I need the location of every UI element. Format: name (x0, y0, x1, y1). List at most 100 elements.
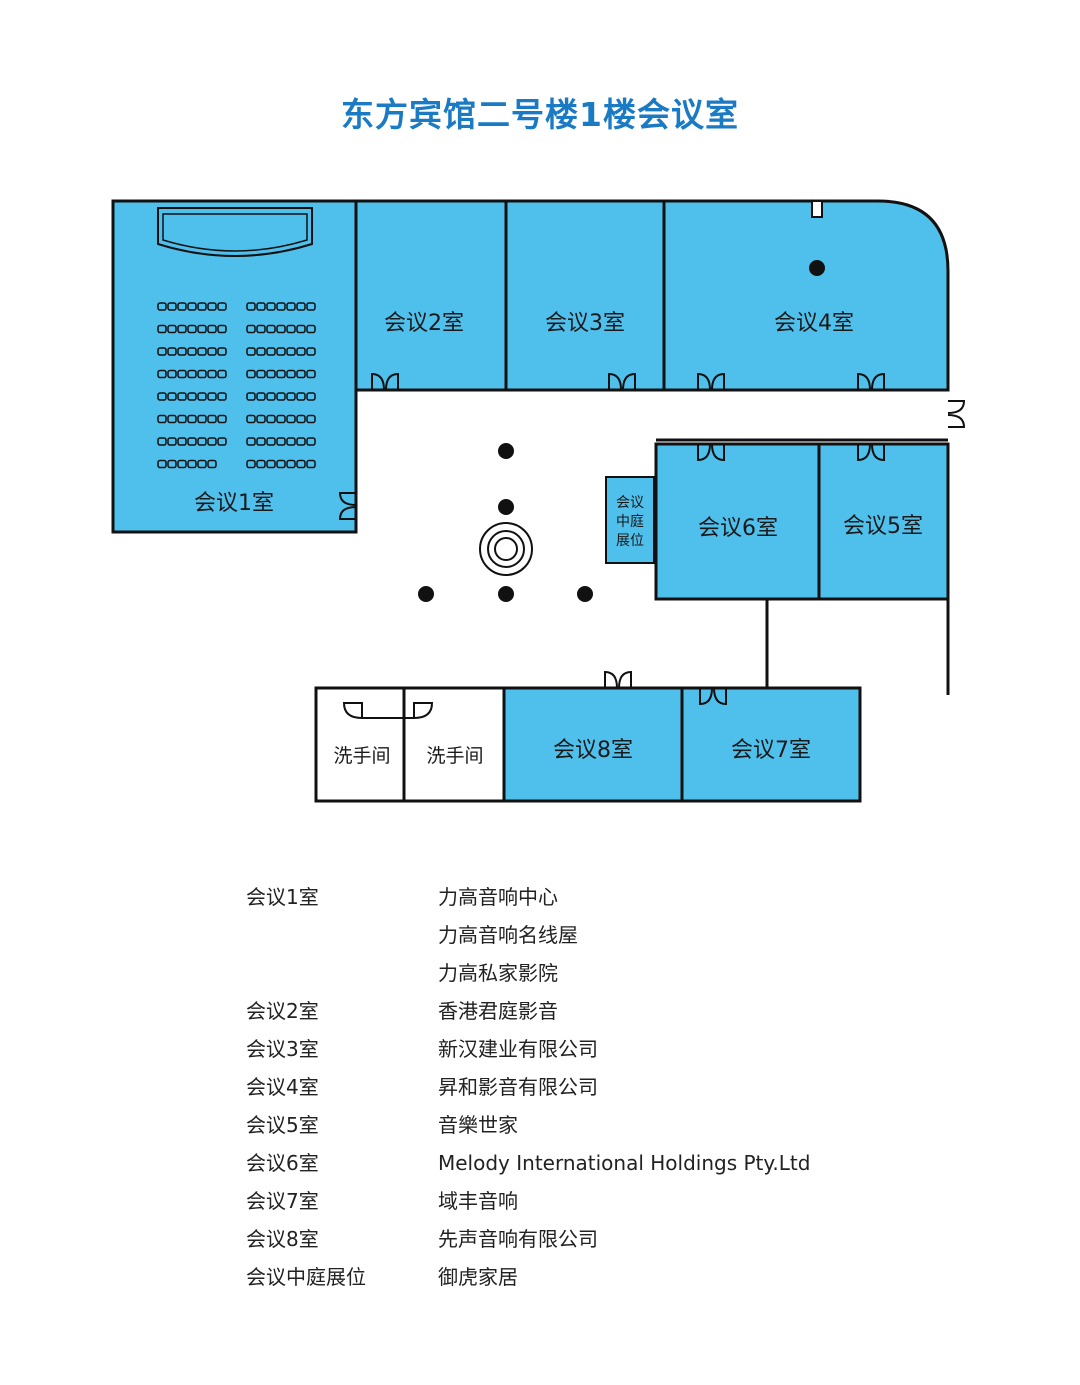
seat-icon (286, 369, 296, 379)
page-title: 东方宾馆二号楼1楼会议室 (341, 95, 739, 134)
room-8[interactable]: 会议8室 (502, 686, 684, 803)
door-icon (697, 443, 725, 462)
seat-icon (207, 437, 217, 446)
room-2[interactable]: 会议2室 (354, 199, 508, 392)
seat-icon (266, 347, 276, 356)
seat-icon (167, 347, 177, 356)
room-1-label: 会议1室 (194, 491, 274, 516)
seat-icon (157, 392, 167, 401)
door-icon (947, 400, 966, 428)
room-2-label: 会议2室 (384, 311, 464, 336)
legend-company-name: 力高音响中心 (438, 885, 558, 909)
seat-icon (256, 302, 266, 311)
seat-icon (207, 302, 217, 311)
seat-icon (187, 392, 197, 401)
legend-row: 会议7室域丰音响 (246, 1182, 810, 1220)
seat-icon (167, 302, 177, 311)
seat-icon (167, 392, 177, 401)
legend-company-name: 新汉建业有限公司 (438, 1037, 598, 1061)
service-area (765, 599, 950, 695)
seat-icon (276, 302, 286, 311)
seat-icon (266, 437, 276, 446)
seat-icon (306, 324, 316, 334)
seat-icon (296, 414, 306, 424)
room-3[interactable]: 会议3室 (504, 199, 666, 392)
seat-icon (197, 302, 207, 311)
seat-icon (296, 459, 306, 469)
seat-icon (256, 324, 266, 334)
room-4-label: 会议4室 (774, 311, 854, 336)
room-6[interactable]: 会议6室 (654, 442, 821, 601)
seat-row (246, 347, 316, 356)
doors (338, 372, 966, 706)
seat-icon (197, 437, 207, 446)
seat-icon (306, 369, 316, 379)
seat-icon (187, 437, 197, 446)
seat-row (246, 437, 316, 446)
seating (157, 302, 316, 469)
legend-room-name: 会议7室 (246, 1189, 319, 1213)
room-8-label: 会议8室 (553, 738, 633, 763)
seat-icon (276, 324, 286, 334)
washroom-b-label: 洗手间 (426, 745, 483, 767)
legend-row: 会议5室音樂世家 (246, 1106, 810, 1144)
seat-icon (306, 459, 316, 469)
legend-row: 会议2室香港君庭影音 (246, 992, 810, 1030)
seat-icon (157, 459, 167, 469)
washroom-doors (342, 702, 434, 720)
seat-icon (266, 369, 276, 379)
seat-row (246, 324, 316, 334)
atrium-booth[interactable]: 会议 中庭 展位 (605, 476, 655, 564)
atrium-label-line1: 会议 (616, 495, 644, 511)
room-4[interactable]: 会议4室 (662, 199, 950, 392)
pillar-icon (809, 260, 825, 276)
seat-icon (266, 392, 276, 401)
legend-company-name: 力高音响名线屋 (438, 923, 578, 947)
legend-company-name: 先声音响有限公司 (438, 1227, 598, 1251)
seat-icon (246, 347, 256, 356)
seat-icon (256, 347, 266, 356)
room-7[interactable]: 会议7室 (680, 686, 862, 803)
seat-icon (246, 414, 256, 424)
seat-icon (167, 369, 177, 379)
seat-icon (157, 302, 167, 311)
legend-room-name: 会议1室 (246, 885, 319, 909)
seat-icon (266, 414, 276, 424)
legend-room-name: 会议3室 (246, 1037, 319, 1061)
seat-row (157, 324, 227, 334)
seat-icon (266, 324, 276, 334)
pillar-icon (577, 586, 593, 602)
seat-icon (246, 369, 256, 379)
legend-room-name (246, 916, 438, 954)
door-icon (338, 492, 357, 520)
legend-room-name: 会议中庭展位 (246, 1265, 366, 1289)
seat-icon (286, 324, 296, 334)
door-icon (604, 670, 632, 689)
seat-icon (306, 414, 316, 424)
seat-icon (167, 324, 177, 334)
legend-company-name: 御虎家居 (438, 1265, 518, 1289)
seat-icon (296, 392, 306, 401)
legend-row: 会议8室先声音响有限公司 (246, 1220, 810, 1258)
door-icon (371, 372, 399, 391)
fountain-icon (479, 522, 533, 576)
legend-room-name: 会议4室 (246, 1075, 319, 1099)
seat-icon (167, 414, 177, 424)
washroom-b[interactable]: 洗手间 (402, 686, 506, 803)
legend-row: 力高私家影院 (246, 954, 810, 992)
seat-icon (177, 324, 187, 334)
seat-icon (217, 392, 227, 401)
seat-icon (217, 324, 227, 334)
seat-icon (197, 414, 207, 424)
pillar-icon (498, 443, 514, 459)
seat-icon (177, 347, 187, 356)
seat-icon (286, 392, 296, 401)
room-5[interactable]: 会议5室 (817, 442, 950, 601)
legend-company-name: 香港君庭影音 (438, 999, 558, 1023)
seat-row (246, 414, 316, 424)
seat-icon (157, 369, 167, 379)
seat-icon (207, 459, 217, 469)
room-1[interactable]: 会议1室 (111, 199, 358, 534)
seat-icon (197, 369, 207, 379)
